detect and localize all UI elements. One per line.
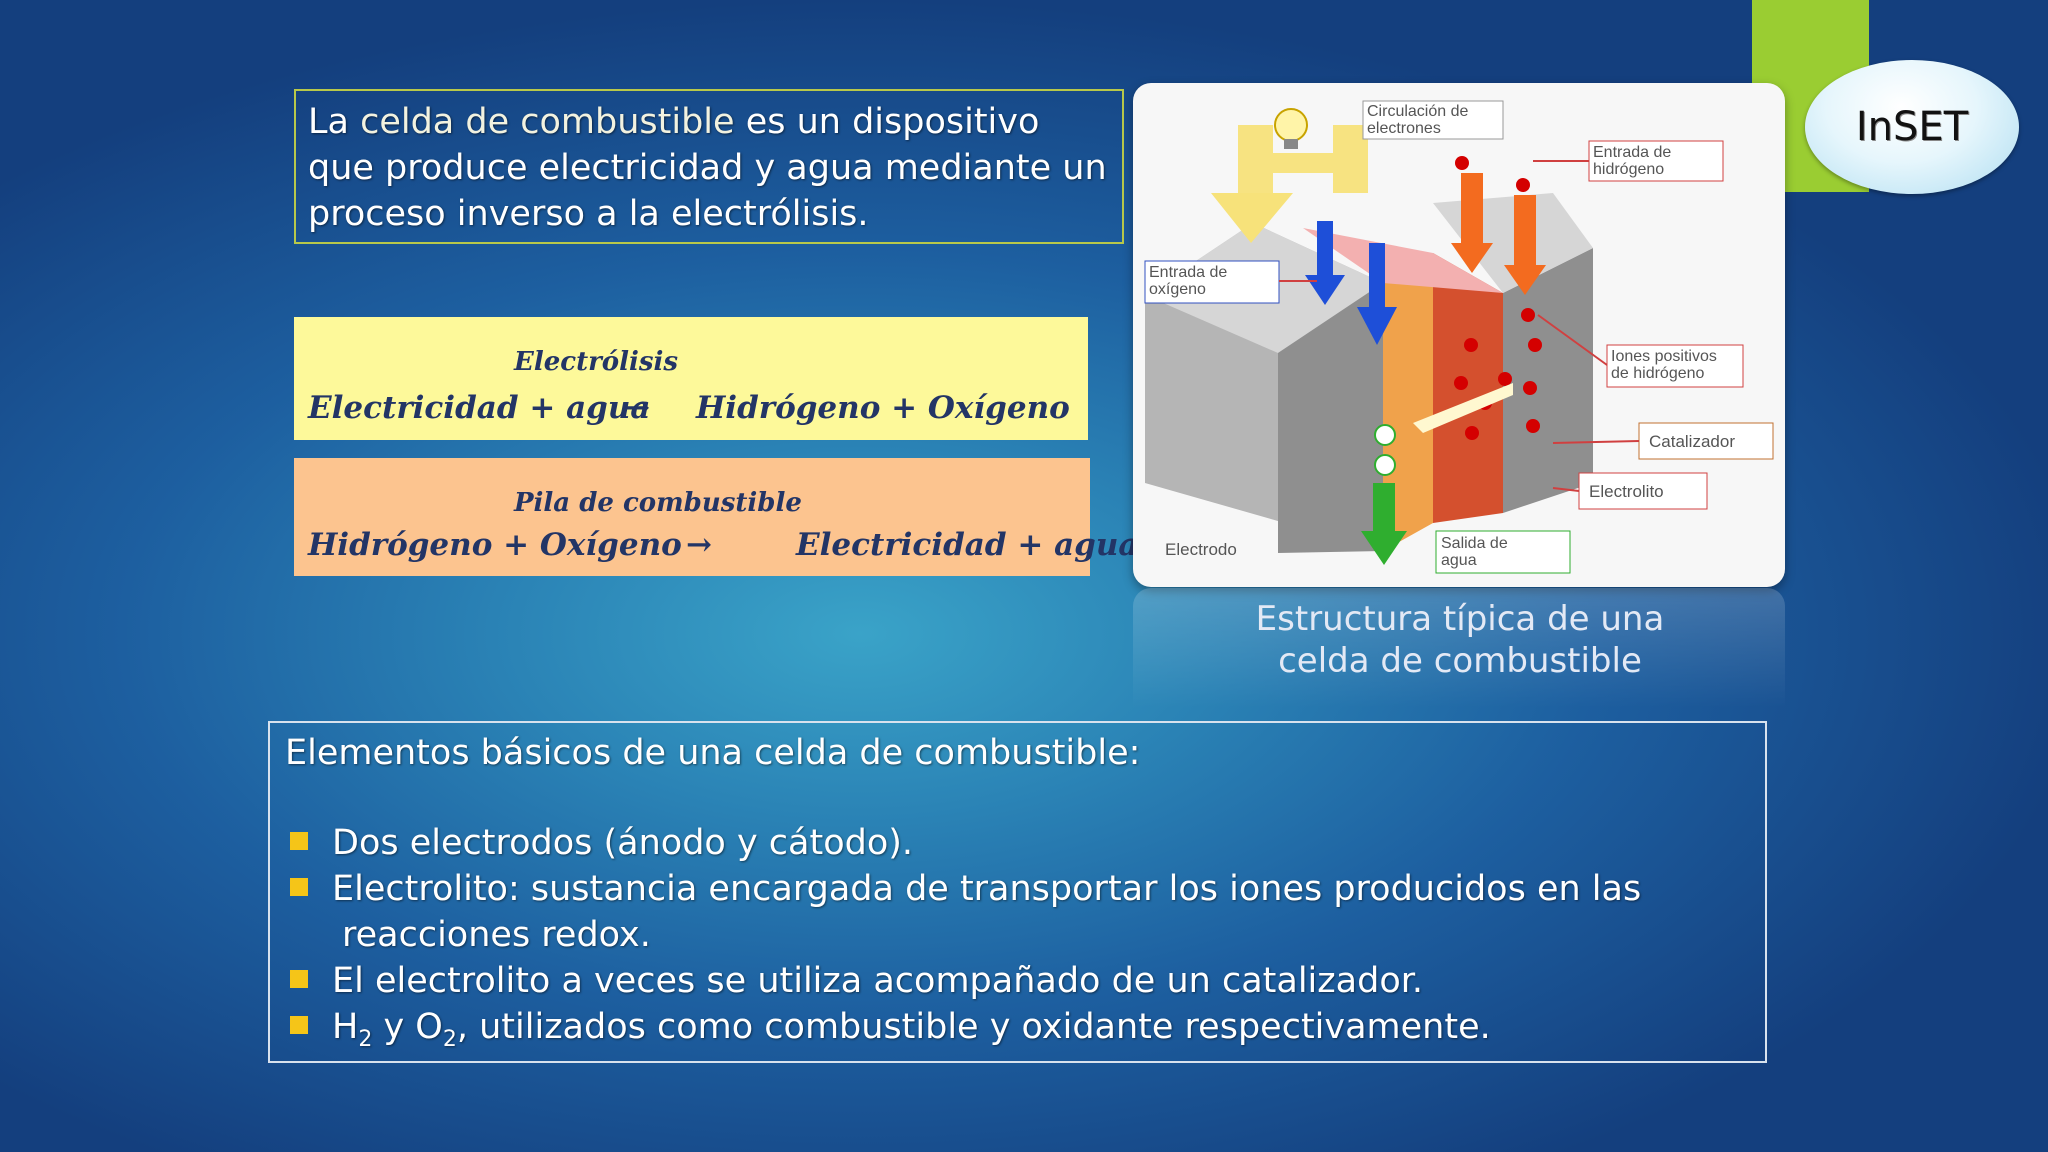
ion-flow-arrow bbox=[1413, 383, 1513, 433]
diagram-caption: Estructura típica de una celda de combus… bbox=[1180, 598, 1740, 682]
electrolysis-title: Electrólisis bbox=[514, 347, 679, 377]
fuel-cell-arrow: → bbox=[686, 527, 712, 563]
bullet-square-icon bbox=[290, 970, 308, 988]
intro-line-1: La celda de combustible es un dispositiv… bbox=[308, 102, 1040, 142]
logo-text: InSET bbox=[1855, 104, 1969, 150]
bullet-square-icon bbox=[290, 878, 308, 896]
elements-title: Elementos básicos de una celda de combus… bbox=[285, 733, 1141, 773]
caption-line-1: Estructura típica de una bbox=[1255, 599, 1665, 639]
label-hydrogen-in-2: hidrógeno bbox=[1593, 161, 1664, 178]
electrolyte-layer bbox=[1383, 253, 1433, 551]
list-item: H2 y O2, utilizados como combustible y o… bbox=[290, 1007, 1491, 1052]
label-positive-ions-2: de hidrógeno bbox=[1611, 365, 1705, 382]
fuel-cell-right: Electricidad + agua bbox=[796, 527, 1139, 563]
bullet-square-icon bbox=[290, 1016, 308, 1034]
label-electrolyte: Electrolito bbox=[1589, 482, 1664, 501]
oxygen-arrow-2-shaft bbox=[1369, 243, 1385, 308]
intro-highlight: celda de combustible bbox=[360, 102, 735, 142]
left-electrode-side bbox=[1278, 283, 1383, 553]
hydrogen-arrow-2-head bbox=[1504, 265, 1546, 295]
hydrogen-arrow-1-head bbox=[1451, 243, 1493, 273]
label-oxygen-in-1: Entrada de bbox=[1149, 264, 1227, 281]
water-molecule-1 bbox=[1374, 424, 1396, 446]
water-arrow-shaft bbox=[1373, 483, 1395, 533]
label-electrode: Electrodo bbox=[1165, 540, 1237, 559]
label-box-catalyst bbox=[1638, 422, 1774, 460]
intro-line-2: que produce electricidad y agua mediante… bbox=[308, 148, 1107, 188]
oxygen-arrow-2-head bbox=[1357, 307, 1397, 345]
water-arrow-head bbox=[1361, 531, 1407, 565]
hydrogen-arrow-1-shaft bbox=[1461, 173, 1483, 243]
catalyst-layer bbox=[1433, 253, 1503, 523]
electron-circuit bbox=[1238, 125, 1368, 193]
electron-arrow-left bbox=[1211, 193, 1293, 243]
label-circulation-2: electrones bbox=[1367, 120, 1441, 137]
list-item-continuation: reacciones redox. bbox=[342, 915, 651, 955]
label-water-out-2: agua bbox=[1441, 552, 1477, 569]
water-molecule-2 bbox=[1374, 454, 1396, 476]
diagram-reflection bbox=[1133, 588, 1785, 708]
label-catalyst: Catalizador bbox=[1649, 432, 1735, 451]
fuel-cell-left: Hidrógeno + Oxígeno bbox=[308, 527, 682, 563]
membrane-top bbox=[1303, 228, 1503, 293]
label-circulation-1: Circulación de bbox=[1367, 103, 1468, 120]
electrolysis-arrow: → bbox=[624, 390, 650, 426]
fuel-cell-diagram: Circulación de electrones Entrada de hid… bbox=[1133, 83, 1785, 587]
caption-line-2: celda de combustible bbox=[1278, 641, 1642, 681]
hydrogen-arrow-2-shaft bbox=[1514, 195, 1536, 265]
intro-box: La celda de combustible es un dispositiv… bbox=[294, 89, 1124, 244]
basic-elements-box: Elementos básicos de una celda de combus… bbox=[268, 721, 1767, 1063]
label-box-positive-ions bbox=[1606, 344, 1744, 388]
inset-logo: InSET bbox=[1805, 60, 2019, 194]
list-item: El electrolito a veces se utiliza acompa… bbox=[290, 961, 1423, 1001]
electrolysis-equation-box: Electrólisis Electricidad + agua → Hidró… bbox=[294, 317, 1088, 440]
label-box-circulation bbox=[1362, 100, 1504, 140]
fuel-cell-equation-box: Pila de combustible Hidrógeno + Oxígeno … bbox=[294, 458, 1138, 576]
label-oxygen-in-2: oxígeno bbox=[1149, 281, 1206, 298]
label-water-out-1: Salida de bbox=[1441, 535, 1508, 552]
label-box-water-out bbox=[1435, 530, 1571, 574]
list-item: Electrolito: sustancia encargada de tran… bbox=[290, 869, 1641, 909]
intro-line-3: proceso inverso a la electrólisis. bbox=[308, 194, 869, 234]
electrolysis-left: Electricidad + agua bbox=[308, 390, 651, 426]
bullet-square-icon bbox=[290, 832, 308, 850]
label-hydrogen-in-1: Entrada de bbox=[1593, 144, 1671, 161]
bulb-base bbox=[1284, 139, 1298, 149]
leader-lines bbox=[1279, 160, 1640, 492]
oxygen-arrow-1-head bbox=[1305, 275, 1345, 305]
list-item: Dos electrodos (ánodo y cátodo). bbox=[290, 823, 913, 863]
bulb-icon bbox=[1274, 108, 1308, 142]
label-box-oxygen-in bbox=[1144, 260, 1280, 304]
fuel-cell-title: Pila de combustible bbox=[514, 488, 802, 518]
label-positive-ions-1: Iones positivos bbox=[1611, 348, 1717, 365]
fuel-cell-diagram-svg: Circulación de electrones Entrada de hid… bbox=[1144, 100, 1774, 574]
electrolysis-right: Hidrógeno + Oxígeno bbox=[696, 390, 1070, 426]
oxygen-arrow-1-shaft bbox=[1317, 221, 1333, 276]
